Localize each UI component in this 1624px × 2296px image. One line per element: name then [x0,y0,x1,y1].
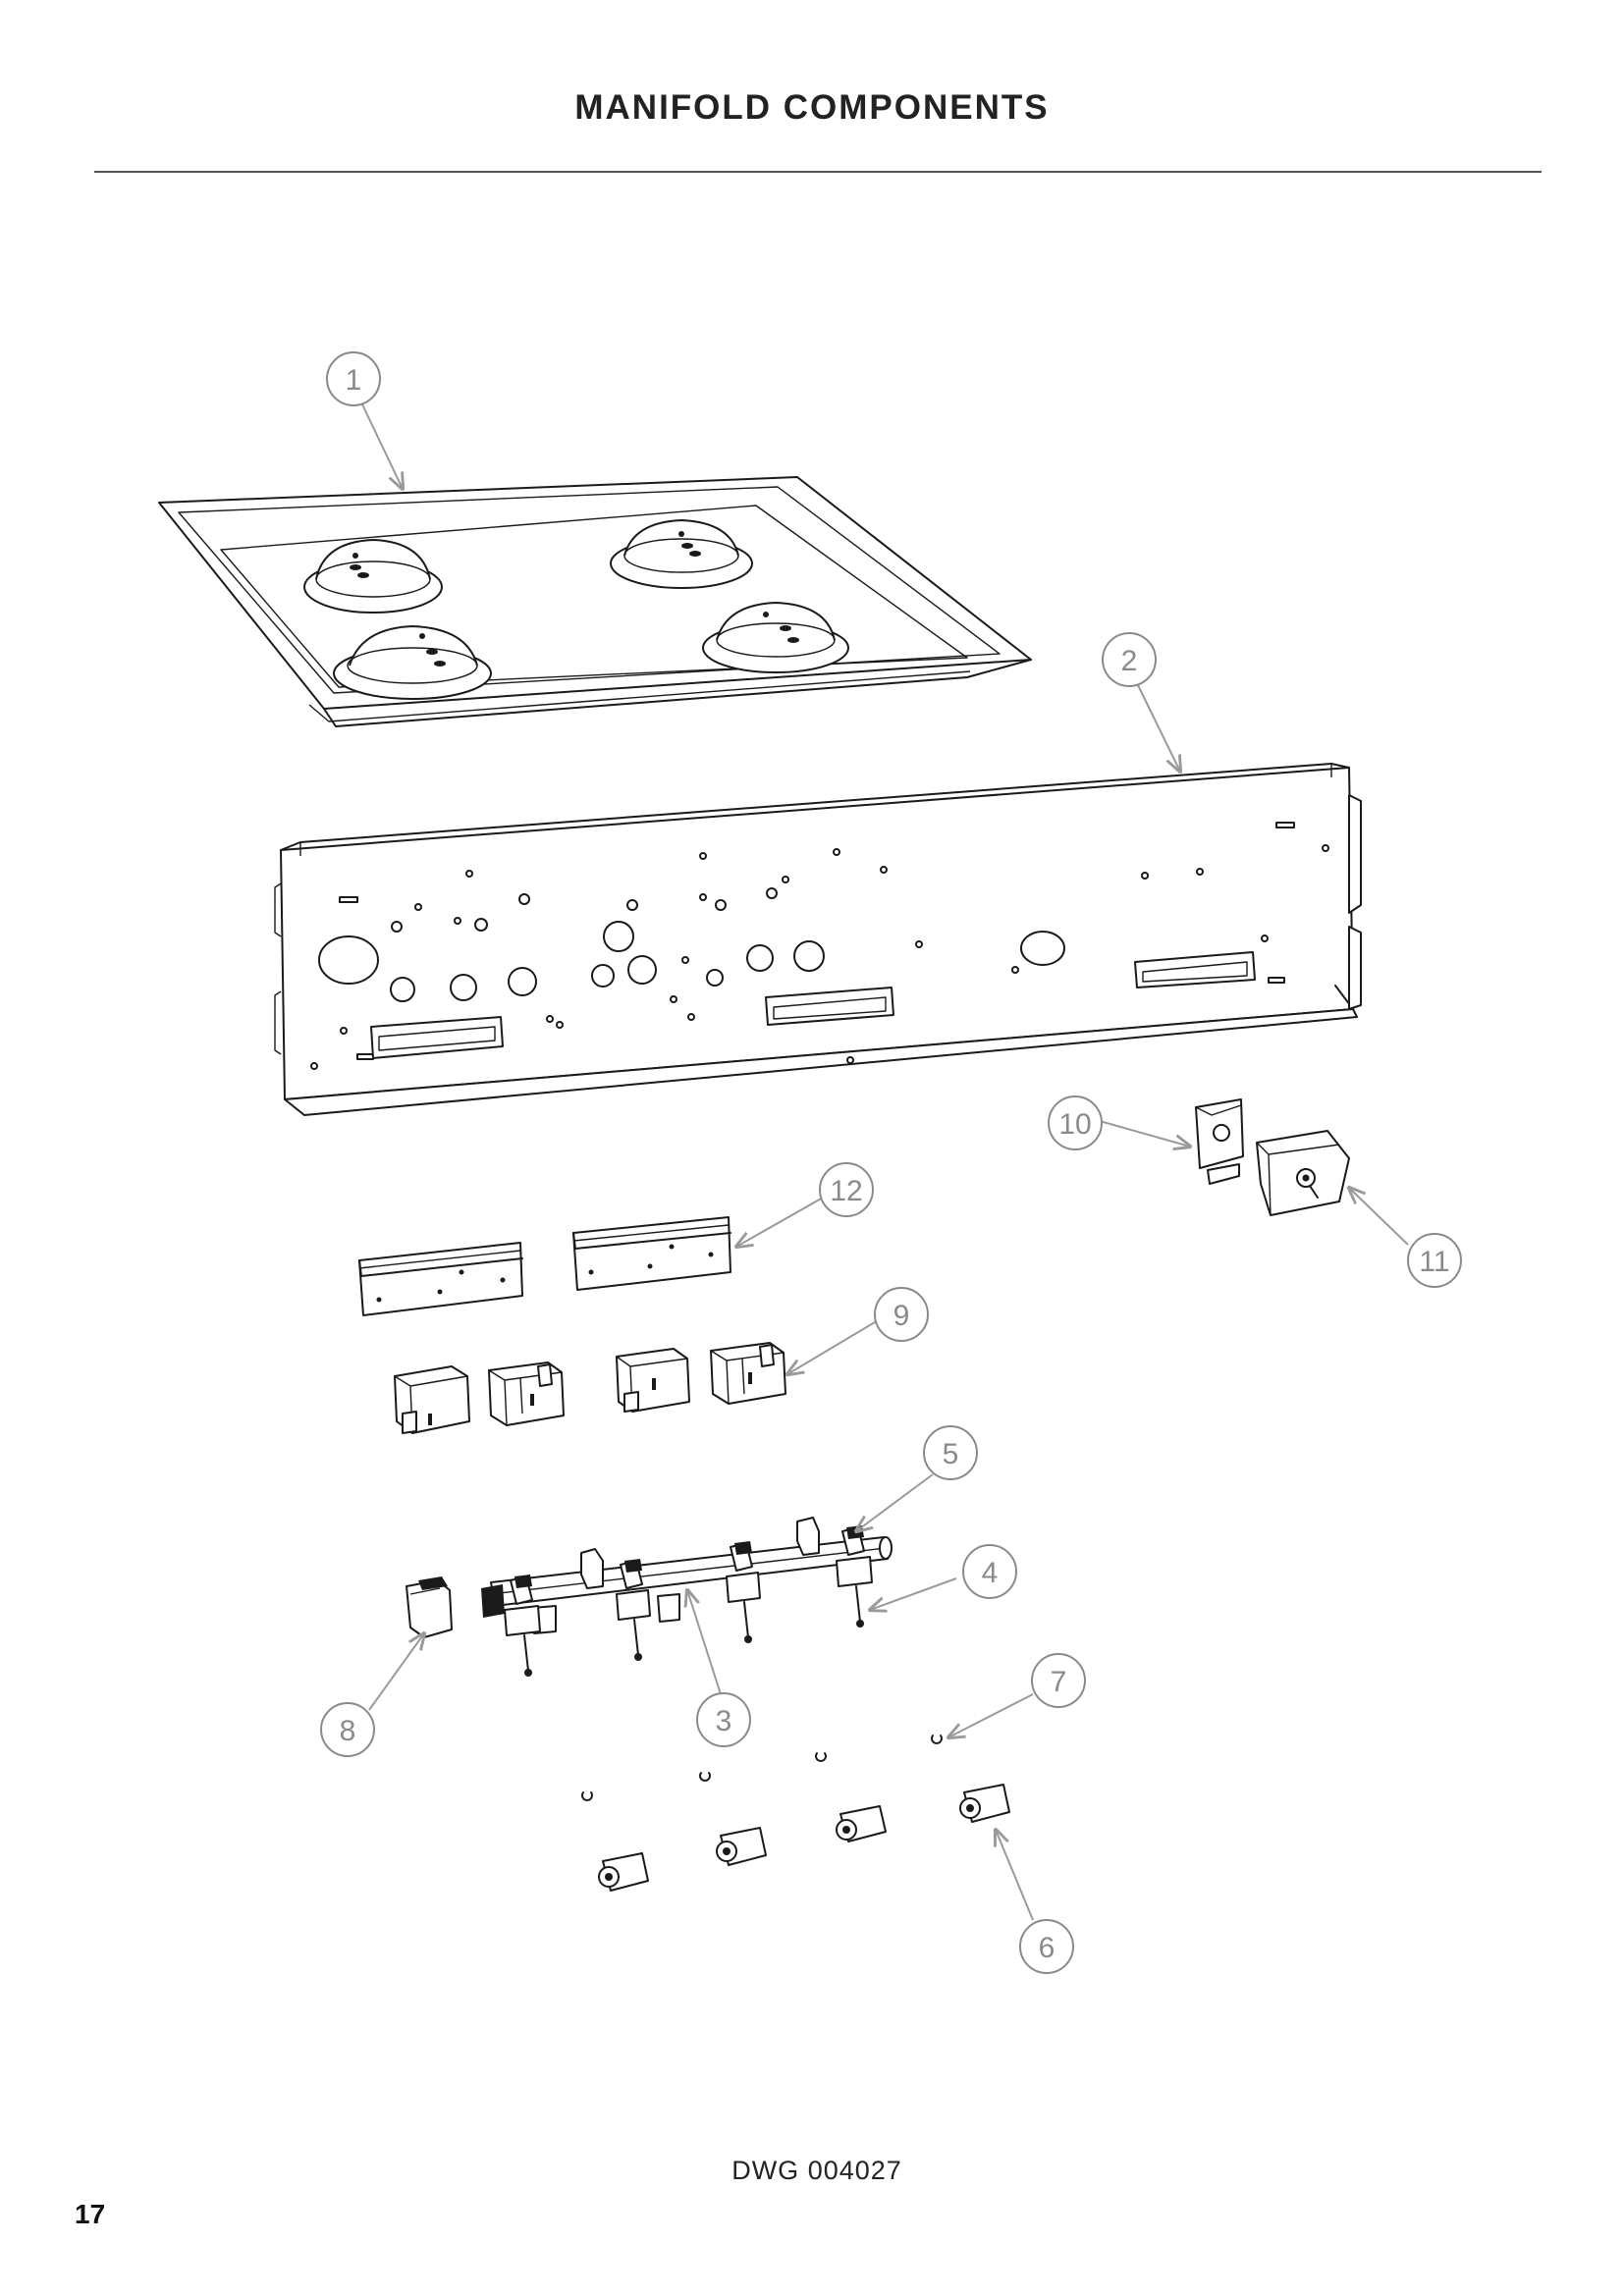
callout-5: 5 [923,1425,978,1480]
leader-10 [1099,1120,1190,1147]
mounting-bracket-part [1195,1098,1244,1185]
callout-2-label: 2 [1121,645,1138,677]
switch-module-part [1256,1130,1350,1216]
leader-9 [787,1318,881,1374]
leader-5 [856,1473,934,1531]
callout-5-label: 5 [943,1438,959,1470]
burner-base-front-left [303,539,443,614]
leader-7 [948,1693,1034,1737]
gas-manifold-rail-part [481,1517,893,1634]
drawing-number: DWG 004027 [731,2156,902,2185]
burner-base-front-right [702,602,849,673]
leader-12 [736,1197,824,1247]
page-title: MANIFOLD COMPONENTS [574,88,1050,127]
title-divider [94,171,1542,173]
callout-6-label: 6 [1039,1932,1056,1964]
leader-4 [870,1577,957,1610]
callout-9-label: 9 [893,1300,910,1332]
retaining-clip-part [581,1735,943,1801]
bracket-part [358,1216,731,1316]
callout-8: 8 [320,1702,375,1757]
leader-1 [361,403,403,489]
spark-module-part [394,1342,786,1434]
callout-12: 12 [819,1162,874,1217]
callout-1-label: 1 [346,364,362,397]
callout-2: 2 [1102,632,1157,687]
callout-7-label: 7 [1051,1666,1067,1698]
callout-10: 10 [1048,1095,1103,1150]
callout-3: 3 [696,1692,751,1747]
callout-7: 7 [1031,1653,1086,1708]
page-number: 17 [75,2199,106,2229]
leader-11 [1349,1188,1409,1246]
leader-lines [361,403,1409,1921]
callout-6: 6 [1019,1919,1074,1974]
callout-12-label: 12 [830,1175,862,1207]
manifold-panel-part [274,763,1362,1116]
callout-4: 4 [962,1544,1017,1599]
gas-valve-part [504,1525,873,1677]
valve-bracket-part [598,1784,1010,1892]
callout-11-label: 11 [1419,1246,1449,1278]
leader-8 [368,1633,424,1711]
callout-4-label: 4 [982,1557,999,1589]
callout-1: 1 [326,351,381,406]
callout-9: 9 [874,1287,929,1342]
leader-2 [1137,684,1180,772]
callout-3-label: 3 [716,1705,732,1737]
connector-block-part [406,1576,453,1638]
callout-10-label: 10 [1058,1108,1091,1141]
callout-8-label: 8 [340,1715,356,1747]
leader-3 [687,1590,722,1695]
burner-base-back-right [610,519,753,589]
leader-6 [996,1830,1034,1921]
burner-base-front-big-left [333,625,492,700]
burner-tray-part [158,476,1032,727]
callout-11: 11 [1407,1233,1462,1288]
